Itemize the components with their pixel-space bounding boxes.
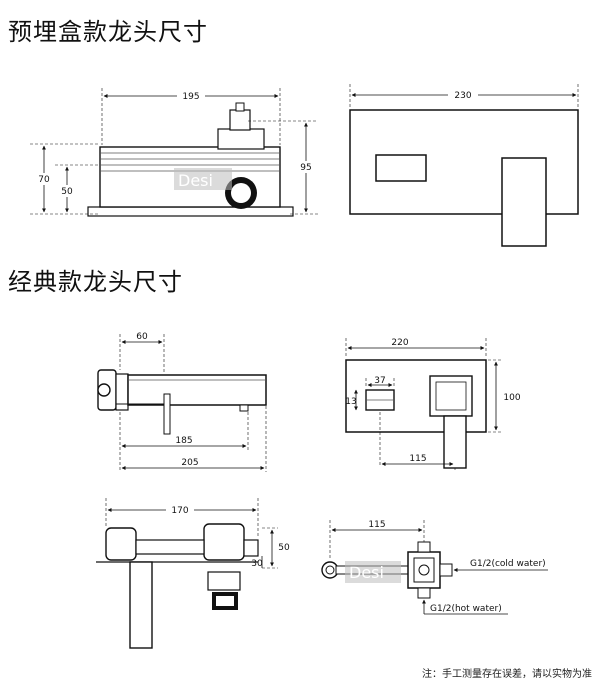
svg-text:195: 195: [182, 92, 199, 102]
mixer-plan-view: Desi: [321, 541, 453, 599]
section-heading-concealed-box: 预埋盒款龙头尺寸: [8, 18, 208, 46]
classic-side-view: [97, 369, 267, 435]
mixer-side-view: [96, 523, 259, 649]
svg-text:37: 37: [374, 376, 385, 386]
section-heading-classic: 经典款龙头尺寸: [8, 268, 183, 296]
svg-text:30: 30: [251, 559, 263, 569]
svg-text:220: 220: [391, 338, 408, 348]
dimension-mixer-plan: 115 G1/2(cold water) G1/2(hot water): [329, 520, 548, 615]
svg-text:13: 13: [345, 397, 356, 407]
dimension-classic-offset: 60: [119, 332, 165, 373]
watermark-top: Desi: [178, 171, 213, 190]
classic-plate-front-view: 220 100 37 13 115: [345, 338, 521, 470]
svg-text:70: 70: [38, 175, 50, 185]
svg-text:115: 115: [409, 454, 426, 464]
svg-text:50: 50: [61, 187, 73, 197]
svg-text:115: 115: [368, 520, 385, 530]
dimension-box-width: 195: [101, 88, 281, 145]
svg-text:100: 100: [503, 393, 520, 403]
dimension-box-height-right: 95: [248, 120, 318, 215]
svg-text:60: 60: [136, 332, 148, 342]
svg-text:205: 205: [181, 458, 198, 468]
concealed-plate-front-view: 230: [349, 84, 579, 247]
dimension-classic-lengths: 185 205: [119, 406, 267, 472]
concealed-box-side-view: Desi: [87, 102, 294, 217]
dimension-box-heights: 70 50: [30, 143, 98, 215]
svg-text:50: 50: [278, 543, 290, 553]
watermark-bottom: Desi: [349, 563, 384, 582]
cold-water-label: G1/2(cold water): [470, 559, 546, 569]
footer-note: 注：手工测量存在误差，请以实物为准: [422, 669, 592, 680]
svg-text:170: 170: [171, 506, 188, 516]
dimension-mixer: 170 50 30: [105, 498, 290, 569]
svg-text:185: 185: [175, 436, 192, 446]
svg-text:230: 230: [454, 91, 471, 101]
svg-text:95: 95: [300, 163, 311, 173]
hot-water-label: G1/2(hot water): [430, 604, 502, 614]
